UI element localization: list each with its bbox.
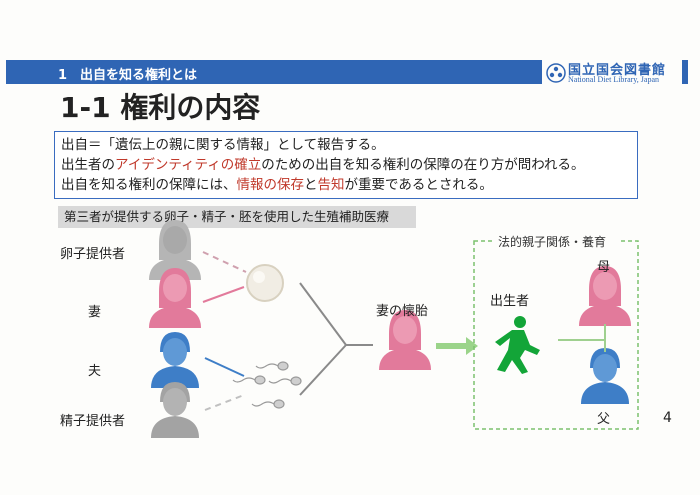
summary-box: 出自＝「遺伝上の親に関する情報」として報告する。 出生者のアイデンティティの確立… xyxy=(54,131,638,199)
page-number: 4 xyxy=(663,410,672,426)
sperm-donor-label: 精子提供者 xyxy=(60,414,126,429)
egg-donor-label: 卵子提供者 xyxy=(60,247,126,262)
family-connector-lines xyxy=(558,324,606,352)
mother-label: 母 xyxy=(597,260,611,275)
logo-japanese: 国立国会図書館 xyxy=(568,63,667,78)
convergence-lines xyxy=(299,282,373,396)
section-title: 1 出自を知る権利とは xyxy=(58,68,198,83)
running-child-icon xyxy=(495,316,540,374)
pregnant-wife-figure-icon xyxy=(379,310,431,370)
husband-label: 夫 xyxy=(88,364,102,379)
wife-label: 妻 xyxy=(88,305,102,320)
legal-relationship-box xyxy=(473,240,639,430)
sperm-cells-icon xyxy=(232,361,302,409)
father-label: 父 xyxy=(597,412,611,427)
logo-english: National Diet Library, Japan xyxy=(568,75,660,84)
summary-line-3: 出自を知る権利の保障には、情報の保存と告知が重要であるとされる。 xyxy=(61,177,493,193)
father-figure-icon xyxy=(581,348,629,404)
summary-line-2: 出生者のアイデンティティの確立のための出自を知る権利の保障の在り方が問われる。 xyxy=(61,157,585,173)
arrow-right-icon xyxy=(436,337,478,355)
egg-donor-figure-icon xyxy=(149,220,201,280)
pregnancy-label: 妻の懐胎 xyxy=(376,304,429,319)
legal-relationship-label: 法的親子関係・養育 xyxy=(498,235,607,249)
diagram-subtitle: 第三者が提供する卵子・精子・胚を使用した生殖補助医療 xyxy=(58,206,416,228)
page-title: 1-1 権利の内容 xyxy=(60,91,261,124)
summary-line-1: 出自＝「遺伝上の親に関する情報」として報告する。 xyxy=(61,137,385,153)
wife-figure-icon xyxy=(149,268,201,328)
egg-cell-icon xyxy=(246,264,284,302)
husband-figure-icon xyxy=(151,332,199,388)
ndl-logo-icon xyxy=(546,63,566,83)
sperm-donor-figure-icon xyxy=(151,382,199,438)
mother-figure-icon xyxy=(579,266,631,326)
ndl-logo: 国立国会図書館 National Diet Library, Japan xyxy=(542,58,682,88)
child-label: 出生者 xyxy=(490,294,530,309)
section-header-bar: 1 出自を知る権利とは 国立国会図書館 National Diet Librar… xyxy=(6,58,688,88)
